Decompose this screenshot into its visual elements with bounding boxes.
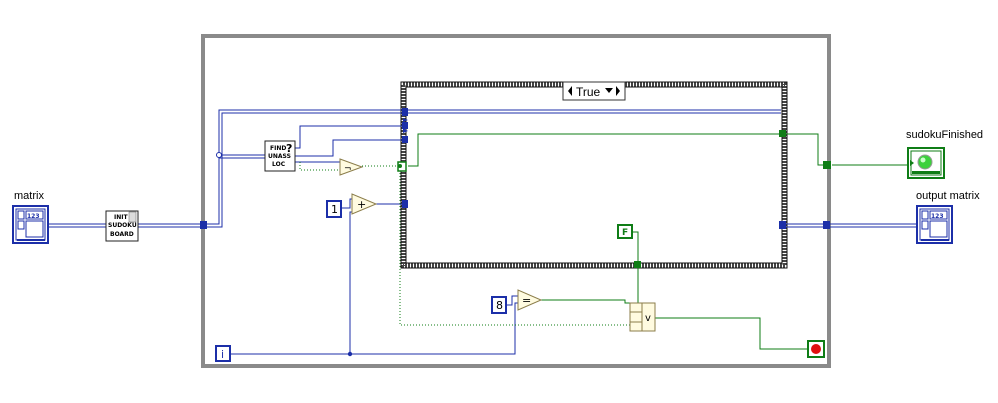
equal-node[interactable]: = bbox=[517, 289, 543, 311]
find-label-2: UNASS bbox=[268, 153, 291, 160]
case-selector-terminal[interactable] bbox=[397, 161, 407, 172]
while-loop-frame[interactable] bbox=[201, 34, 831, 368]
loop-bool-tunnel[interactable] bbox=[823, 161, 831, 169]
find-question-mark: ? bbox=[286, 142, 292, 155]
output-matrix-terminal[interactable]: 123 bbox=[916, 205, 953, 244]
svg-text:F: F bbox=[622, 228, 628, 238]
dropdown-arrow-icon[interactable] bbox=[605, 88, 613, 93]
svg-text:1: 1 bbox=[331, 203, 338, 216]
compound-or-node[interactable]: v bbox=[629, 302, 656, 332]
matrix-label: matrix bbox=[14, 190, 44, 202]
add-node[interactable]: + bbox=[351, 193, 378, 215]
matrix-input-terminal[interactable]: 123 bbox=[12, 205, 49, 244]
numeric-indicator-label: 123 bbox=[27, 213, 40, 220]
iteration-terminal[interactable]: i bbox=[215, 345, 231, 362]
stop-condition-terminal[interactable] bbox=[807, 340, 825, 358]
sudoku-finished-terminal[interactable] bbox=[907, 147, 945, 179]
init-label-2: SUDOKU bbox=[108, 222, 137, 229]
init-sudoku-board-subvi[interactable]: INIT SUDOKU BOARD bbox=[105, 210, 139, 242]
init-label-1: INIT bbox=[114, 214, 128, 221]
find-label-3: LOC bbox=[272, 161, 286, 168]
constant-one[interactable]: 1 bbox=[326, 200, 342, 218]
case-tunnel-array-out[interactable] bbox=[779, 221, 786, 229]
svg-text:8: 8 bbox=[496, 299, 503, 312]
case-selector-label: True bbox=[576, 85, 601, 99]
svg-text:i: i bbox=[221, 348, 224, 361]
init-label-3: BOARD bbox=[110, 231, 134, 238]
case-tunnel-plus[interactable] bbox=[402, 200, 408, 208]
svg-text:v: v bbox=[645, 313, 651, 324]
not-gate[interactable]: ¬ bbox=[339, 158, 364, 176]
case-selector[interactable]: True bbox=[562, 81, 626, 101]
output-matrix-label: output matrix bbox=[916, 190, 980, 202]
increment-arrow-icon[interactable] bbox=[616, 86, 620, 96]
loop-output-tunnel[interactable] bbox=[823, 221, 830, 229]
svg-text:+: + bbox=[357, 198, 366, 211]
constant-false[interactable]: F bbox=[617, 224, 633, 239]
case-tunnel-bool-bottom[interactable] bbox=[634, 261, 641, 268]
case-tunnel-array-in[interactable] bbox=[402, 108, 408, 116]
constant-eight[interactable]: 8 bbox=[491, 296, 507, 314]
find-unassigned-location-subvi[interactable]: FIND ? UNASS LOC bbox=[264, 140, 296, 172]
decrement-arrow-icon[interactable] bbox=[568, 86, 572, 96]
svg-text:=: = bbox=[522, 294, 531, 307]
loop-input-tunnel[interactable] bbox=[200, 221, 207, 229]
find-label-1: FIND bbox=[270, 145, 286, 152]
case-tunnel-row[interactable] bbox=[402, 122, 408, 129]
stop-icon bbox=[811, 344, 821, 354]
svg-text:¬: ¬ bbox=[344, 164, 352, 174]
case-tunnel-bool-out[interactable] bbox=[779, 130, 786, 137]
led-icon bbox=[917, 154, 933, 170]
case-tunnel-col[interactable] bbox=[402, 136, 408, 143]
sudoku-finished-label: sudokuFinished bbox=[906, 129, 984, 141]
numeric-indicator-label: 123 bbox=[931, 213, 944, 220]
